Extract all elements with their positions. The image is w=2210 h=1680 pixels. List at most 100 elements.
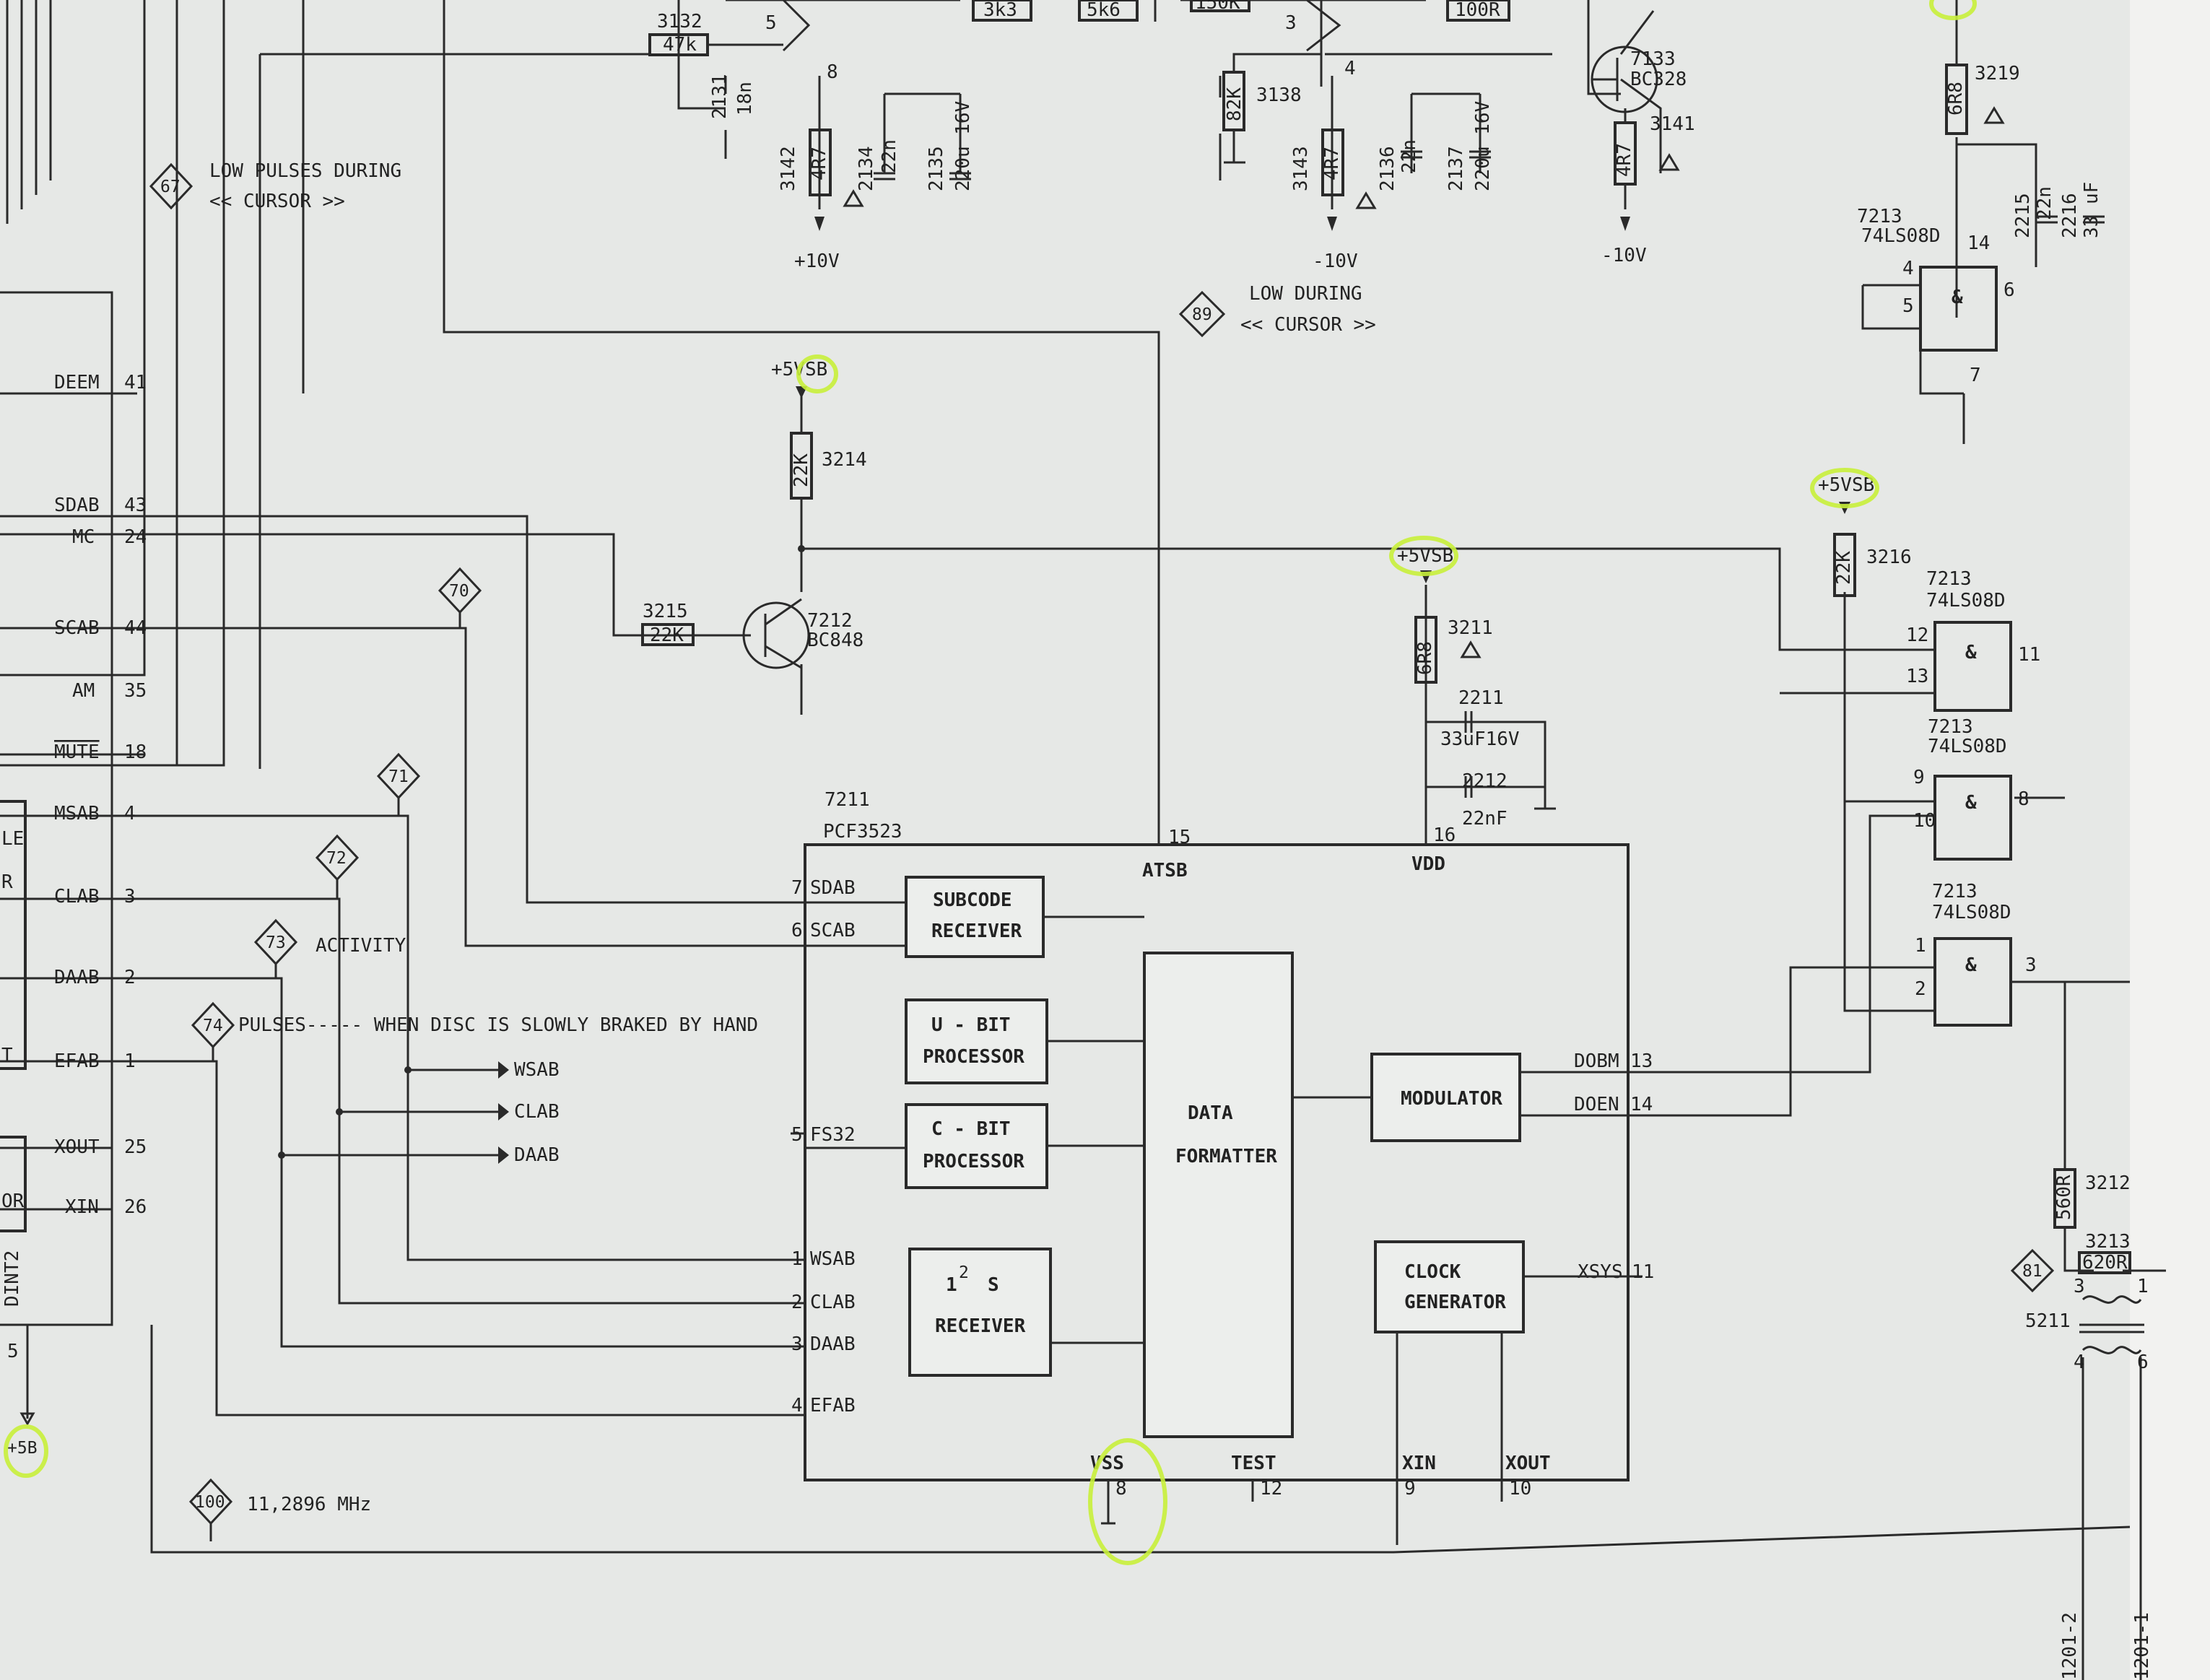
signal-name: XOUT: [54, 1136, 100, 1158]
svg-text:7213: 7213: [1926, 568, 1972, 590]
block-modulator: MODULATOR: [1370, 1053, 1521, 1142]
pin-num: 5: [791, 1124, 803, 1146]
svg-text:5211: 5211: [2025, 1310, 2071, 1332]
pin-name: FS32: [810, 1124, 856, 1146]
testpoint-71: 71: [376, 752, 421, 816]
testpoint-73: 73 ACTIVITY: [253, 918, 406, 978]
svg-text:6: 6: [2004, 279, 2015, 301]
svg-text:74LS08D: 74LS08D: [1926, 590, 2006, 611]
svg-text:3: 3: [2074, 1276, 2085, 1297]
signal-name: MC: [72, 526, 95, 548]
svg-text:74LS08D: 74LS08D: [1861, 225, 1941, 247]
svg-text:8: 8: [2018, 788, 2030, 810]
svg-text:T: T: [1, 1045, 13, 1066]
svg-text:3212: 3212: [2085, 1172, 2131, 1194]
svg-text:<< CURSOR >>: << CURSOR >>: [1240, 314, 1376, 336]
block-subcode-receiver: SUBCODE RECEIVER: [905, 876, 1045, 958]
svg-text:560R: 560R: [2053, 1175, 2075, 1220]
svg-text:&: &: [1965, 642, 1977, 663]
svg-text:22K: 22K: [650, 624, 684, 646]
svg-text:3214: 3214: [822, 449, 867, 471]
pin-num: 14: [1630, 1094, 1653, 1115]
svg-text:1: 1: [1915, 935, 1926, 957]
arrow-label: CLAB: [514, 1101, 560, 1123]
signal-pin: 1: [124, 1050, 136, 1072]
block-u-bit-processor: U - BIT PROCESSOR: [905, 998, 1048, 1084]
svg-text:7213: 7213: [1928, 716, 1973, 738]
svg-text:6R8: 6R8: [1945, 82, 1967, 116]
pin-num: 2: [791, 1292, 803, 1313]
pin-num: 1: [791, 1248, 803, 1270]
signal-pin: 26: [124, 1196, 147, 1218]
signal-pin: 18: [124, 741, 147, 763]
signal-name: CLAB: [54, 886, 100, 908]
svg-text:3: 3: [2025, 954, 2037, 976]
test-points: 67 LOW PULSES DURING << CURSOR >> 89 LOW…: [149, 160, 2055, 1541]
svg-text:4: 4: [2074, 1352, 2085, 1373]
svg-text:3215: 3215: [643, 601, 688, 622]
svg-text:2135: 2135: [926, 146, 947, 191]
ic-right-pins: DOBM 13 DOEN 14 XSYS 11: [1574, 1050, 1654, 1283]
svg-text:10: 10: [1913, 810, 1936, 832]
svg-text:18n: 18n: [734, 82, 756, 116]
svg-text:100: 100: [195, 1493, 225, 1512]
svg-text:82K: 82K: [1224, 87, 1245, 121]
pin-num: 3: [791, 1333, 803, 1355]
svg-text:4R7: 4R7: [1614, 143, 1635, 177]
svg-text:3142: 3142: [778, 146, 799, 191]
svg-text:11,2896 MHz: 11,2896 MHz: [247, 1494, 371, 1515]
svg-text:4R7: 4R7: [809, 147, 830, 180]
svg-text:74: 74: [203, 1017, 223, 1035]
pin-12-num: 12: [1260, 1478, 1282, 1500]
pin-8-num: 8: [1115, 1478, 1127, 1500]
svg-text:BC328: BC328: [1630, 69, 1687, 90]
svg-text:3132: 3132: [657, 11, 702, 32]
pin-xin-label: XIN: [1402, 1453, 1436, 1474]
testpoint-100: 100 11,2896 MHz: [188, 1478, 371, 1541]
svg-text:2131: 2131: [709, 74, 731, 119]
svg-text:7133: 7133: [1630, 48, 1676, 70]
left-edge-ic-fragments: LE R T OR DINT2 5 +5B: [0, 800, 48, 1478]
svg-text:14: 14: [1967, 232, 1990, 254]
svg-text:7213: 7213: [1857, 206, 1902, 227]
signal-pin: 25: [124, 1136, 147, 1158]
svg-text:13: 13: [1906, 666, 1928, 687]
right-top-section: 3219 6R8 2215 22n 2216 33 uF: [1929, 0, 2105, 238]
svg-text:3211: 3211: [1448, 617, 1493, 639]
testpoint-74: 74 PULSES----- WHEN DISC IS SLOWLY BRAKE…: [191, 1001, 758, 1061]
svg-text:6: 6: [2137, 1352, 2149, 1373]
svg-text:<< CURSOR >>: << CURSOR >>: [209, 191, 345, 212]
testpoint-81: 81: [2010, 1248, 2055, 1293]
pin-atsb-label: ATSB: [1142, 860, 1188, 882]
left-signal-labels: DEEM 41 SDAB 43 MC 24 SCAB 44 AM 35 MUTE…: [54, 372, 147, 1218]
svg-text:6R8: 6R8: [1414, 641, 1436, 675]
signal-name: XIN: [65, 1196, 99, 1218]
svg-text:DATA: DATA: [1188, 1102, 1233, 1124]
svg-text:3219: 3219: [1975, 63, 2020, 84]
svg-text:-10V: -10V: [1601, 245, 1647, 266]
svg-text:22K: 22K: [1833, 551, 1855, 585]
paper-edge: [2130, 0, 2210, 1680]
svg-text:12: 12: [1906, 624, 1928, 646]
svg-text:&: &: [1965, 954, 1977, 976]
ic-left-pins: 7 SDAB 6 SCAB 5 FS32 1 WSAB 2 CLAB 3 DAA…: [791, 877, 856, 1416]
svg-text:&: &: [1952, 287, 1963, 308]
svg-text:2134: 2134: [856, 146, 877, 191]
testpoint-67: 67 LOW PULSES DURING << CURSOR >>: [149, 160, 401, 212]
svg-text:220u 16V: 220u 16V: [1472, 101, 1494, 191]
svg-text:620R: 620R: [2082, 1252, 2128, 1274]
testpoint-89: 89 LOW DURING << CURSOR >>: [1178, 283, 1376, 338]
gate-top: 7213 74LS08D & 4 5 6 14 7: [1857, 206, 2015, 386]
supply-5vsb-3214: +5VSB 3214 22K: [771, 354, 867, 500]
output-transformer: 3212 560R 3213 620R 5211 3 1 4 6 1201-2 …: [2025, 1168, 2153, 1680]
pin-name: DAAB: [810, 1333, 856, 1355]
block-i2s-receiver: 1 2 S RECEIVER: [908, 1248, 1052, 1377]
svg-text:2136: 2136: [1377, 146, 1398, 191]
svg-text:DINT2: DINT2: [1, 1250, 23, 1307]
svg-text:4: 4: [1344, 58, 1356, 79]
svg-text:67: 67: [160, 178, 180, 196]
svg-text:5: 5: [1902, 295, 1914, 317]
arrow-label: WSAB: [514, 1059, 560, 1081]
signal-name: AM: [72, 680, 95, 702]
